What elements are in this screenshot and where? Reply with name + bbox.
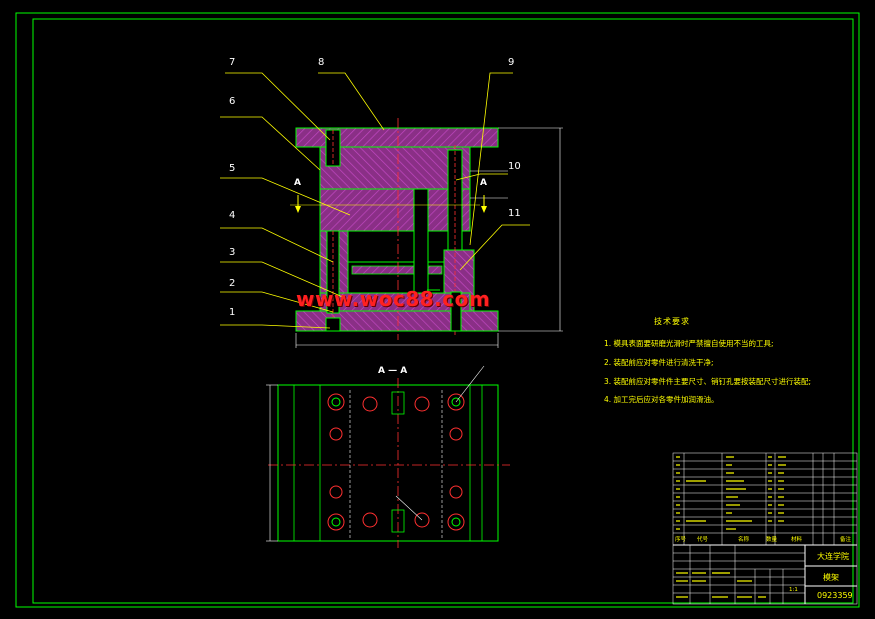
tb-drawing-no: 0923359	[817, 591, 853, 600]
watermark-text: www.woc88.com	[296, 287, 491, 311]
front-section-view	[220, 72, 563, 348]
tech-notes-title: 技术要求	[654, 317, 690, 326]
callout-2: 2	[229, 278, 236, 289]
tb-scale: 1:1	[789, 587, 798, 593]
plan-outline	[277, 384, 499, 542]
callout-4: 4	[229, 210, 236, 221]
tb-header-qty: 数量	[766, 537, 778, 543]
section-mark-left: A	[294, 178, 301, 188]
tb-header-material: 材料	[791, 537, 803, 543]
tb-header-code: 代号	[697, 537, 709, 543]
callout-7: 7	[229, 57, 236, 68]
tb-header-name: 名称	[738, 537, 750, 543]
callout-5: 5	[229, 163, 236, 174]
ejector-plate	[351, 265, 443, 275]
callout-9: 9	[508, 57, 515, 68]
title-block	[672, 452, 858, 605]
base-plate	[295, 310, 499, 332]
center-channel	[413, 188, 429, 294]
callout-3: 3	[229, 247, 236, 258]
inner-frame	[32, 18, 854, 604]
callout-8: 8	[318, 57, 325, 68]
callout-6: 6	[229, 96, 236, 107]
bolt-bottom-right	[450, 291, 462, 332]
callout-10: 10	[508, 161, 521, 172]
middle-plate	[319, 188, 471, 232]
section-mark-right: A	[480, 178, 487, 188]
tech-note-line: 4. 加工完后应对各零件加润滑油。	[604, 395, 719, 404]
callout-1: 1	[229, 307, 236, 318]
tb-header-seq: 序号	[675, 537, 687, 543]
tech-note-line: 2. 装配前应对零件进行清洗干净;	[604, 358, 714, 367]
tb-header-remark: 备注	[840, 537, 852, 543]
section-title: A — A	[378, 366, 408, 376]
tb-drawing-name: 模架	[823, 573, 839, 582]
bolt-bottom-left	[325, 317, 341, 332]
plan-view-a-a	[266, 365, 510, 548]
outer-frame	[15, 12, 860, 608]
tech-note-line: 3. 装配前应对零件件主要尺寸、销钉孔要按装配尺寸进行装配;	[604, 377, 812, 386]
tb-school: 大连学院	[817, 552, 849, 561]
tech-note-line: 1. 模具表面要研磨光滑时严禁擅自使用不当的工具;	[604, 339, 774, 348]
upper-block	[319, 146, 471, 190]
callout-11: 11	[508, 208, 521, 219]
